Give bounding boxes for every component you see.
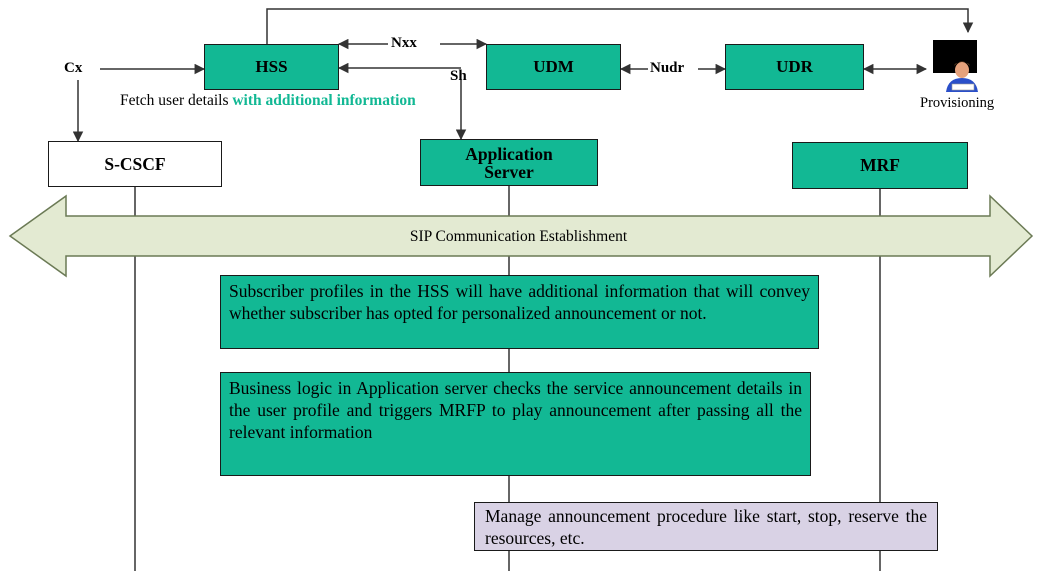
fetch-label-plain: Fetch user details — [120, 92, 233, 109]
scscf-node: S-CSCF — [48, 141, 222, 187]
nudr-label: Nudr — [650, 60, 685, 76]
fetch-label-highlight: with additional information — [232, 92, 416, 109]
fetch-user-details-label: Fetch user details with additional infor… — [120, 91, 440, 111]
app-server-node: Application Server — [420, 139, 598, 186]
business-logic-note: Business logic in Application server che… — [220, 372, 811, 476]
nxx-label: Nxx — [391, 35, 417, 51]
udr-node: UDR — [725, 44, 864, 90]
provisioning-label: Provisioning — [920, 95, 995, 111]
subscriber-profile-note: Subscriber profiles in the HSS will have… — [220, 275, 819, 349]
operator-at-monitor-icon — [933, 40, 978, 92]
sip-communication-banner-label: SIP Communication Establishment — [409, 228, 628, 245]
sip-banner-arrow — [8, 194, 1034, 278]
sh-label: Sh — [450, 68, 467, 84]
manage-announcement-note: Manage announcement procedure like start… — [474, 502, 938, 551]
cx-label: Cx — [64, 60, 83, 76]
udm-node: UDM — [486, 44, 621, 90]
hss-node: HSS — [204, 44, 339, 90]
hss-provisioning-link — [266, 8, 974, 44]
mrf-node: MRF — [792, 142, 968, 189]
